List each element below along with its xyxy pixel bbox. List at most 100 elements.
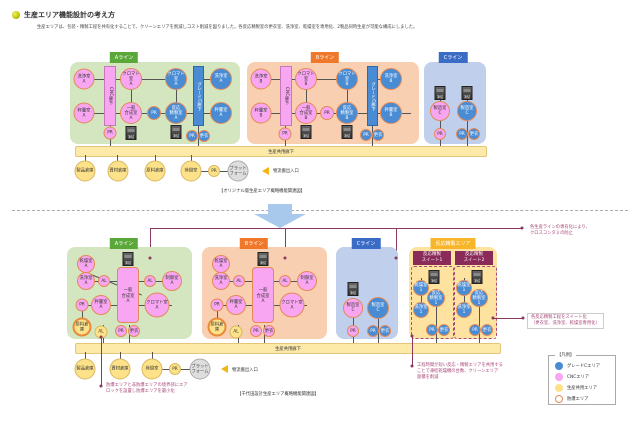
connector — [191, 155, 192, 163]
pr-common: PR — [208, 165, 220, 177]
intro-text: 生産エリアは、包装・精製工程を共有化することで、クリーンエリアを削減しコスト削減… — [37, 25, 418, 30]
suite-1-changing: 更衣 — [438, 324, 450, 336]
connector — [85, 155, 86, 163]
suite-2-react: 反応 精製室 1 — [470, 289, 488, 307]
suite-1-pr: PR — [426, 324, 438, 336]
room-weigh-b: 秤量室 B — [250, 102, 272, 124]
room-weigh-b-blue: 秤量室 B — [380, 102, 402, 124]
product-warehouse: 製品倉庫 — [74, 358, 96, 380]
freezer-icon: 凍結 — [347, 282, 359, 296]
room-wash-b: 洗浄室 B — [250, 68, 272, 90]
changing-b: 更衣 — [372, 129, 384, 141]
freezer-icon: 凍結 — [257, 252, 269, 266]
changing-b: 更衣 — [263, 325, 275, 337]
connector — [467, 100, 468, 150]
raw-warehouse-b: 原料倉庫 — [207, 317, 227, 337]
note-connector — [101, 337, 102, 386]
room-mfg-c-blue: 製造室 C — [457, 101, 477, 121]
connector — [217, 305, 218, 325]
suite-2-boundary — [454, 266, 497, 339]
pr-b-2: PR — [360, 129, 372, 141]
connector — [131, 85, 132, 107]
product-warehouse: 製品倉庫 — [74, 160, 96, 182]
room-synth-a: 一般 合成室 A — [117, 267, 139, 323]
suite-2-pr: PR — [469, 324, 481, 336]
room-weigh-a: 秤量室 A — [91, 295, 111, 315]
airlock-b-2: AL — [279, 275, 291, 287]
page-title: 生産エリア機能設計の考え方 — [12, 10, 115, 20]
pr-a: PR — [75, 298, 89, 312]
raw-material-warehouse: 原料倉庫 — [144, 160, 166, 182]
room-synth-a: 一般 合成室 A — [120, 102, 142, 124]
freezer-icon: 凍結 — [428, 270, 440, 284]
room-synth-b: 一般 合成室 A — [252, 267, 274, 323]
pr-b-2: PR — [250, 325, 262, 337]
suite-2-changing: 更衣 — [481, 324, 493, 336]
room-dry-b: 乾燥室 A — [212, 255, 230, 273]
freezer-icon: 凍結 — [461, 86, 473, 100]
room-wash-a-blue: 洗浄室 A — [210, 68, 232, 90]
gradec-corridor-a: グレードC廊下 — [193, 66, 204, 126]
legend-item: 防爆エリア — [555, 393, 611, 404]
airlock-a-1: AL — [98, 275, 110, 287]
connector — [264, 325, 265, 347]
legend-swatch-icon — [555, 372, 563, 381]
logistics-entry-label: 物流搬出入口 — [232, 368, 258, 373]
suite-1-wash: 洗浄室 1 — [413, 302, 429, 318]
note-connector — [493, 318, 523, 319]
connector — [129, 325, 130, 347]
room-weigh-b: 秤量室 A — [226, 295, 246, 315]
line-b-tag: Bライン — [310, 52, 340, 63]
room-weigh-a-blue: 秤量室 A — [210, 102, 232, 124]
room-mfg-c-blue: 製造室 C — [367, 297, 389, 319]
original-caption: 【オリジナル版生産エリア概略機能関連図】 — [219, 189, 305, 194]
changing-c: 更衣 — [379, 325, 391, 337]
pr-b-pink: PR — [278, 127, 292, 141]
connector — [155, 155, 156, 163]
line-c-tag: Cライン — [351, 238, 381, 249]
pr-c-pink: PR — [434, 128, 446, 140]
note-connector — [150, 228, 151, 258]
room-react-b: 反応 精製室 B — [336, 102, 358, 124]
pr-c-blue: PR — [456, 128, 468, 140]
gradec-corridor-b: グレードC廊下 — [367, 66, 378, 126]
pr-c-pink: PR — [347, 325, 359, 337]
entry-arrow-icon — [262, 167, 269, 175]
room-control-a: 制御室 A — [162, 271, 182, 291]
legend-item: グレードCエリア — [555, 360, 611, 371]
connector — [440, 100, 441, 150]
note-dot — [99, 384, 103, 388]
note-shared-reaction: 工程時間が短い反応・精製エリアを共用する ことで凍結乾燥機の台数、クリーンエリア… — [417, 363, 503, 380]
suite-1-react: 反応 精製室 1 — [427, 289, 445, 307]
shared-corridor: 生産共用廊下 — [75, 146, 487, 157]
airlock-b-3: AL — [229, 325, 243, 339]
note-connector — [150, 228, 522, 229]
room-wash-b: 洗浄室 A — [212, 272, 230, 290]
room-weigh-a: 秤量室 A — [73, 102, 95, 124]
platform: プラット フォーム — [227, 160, 249, 182]
suite-1-boundary — [411, 266, 454, 339]
chiyoda-caption: 【千代田設計生産エリア概略機能関連図】 — [237, 392, 319, 397]
suite-1-dry: 乾燥室 1 — [413, 280, 429, 296]
room-chromat-b-pink: クロマト室 B — [295, 68, 317, 90]
room-control-b: 制御室 A — [297, 271, 317, 291]
line-a-tag: Aライン — [109, 52, 139, 63]
suite-2-wash: 洗浄室 1 — [456, 302, 472, 318]
connector — [120, 352, 121, 361]
material-warehouse: 資材倉庫 — [107, 160, 129, 182]
changing-a: 更衣 — [198, 130, 210, 142]
note-connector — [396, 228, 397, 258]
changing-a: 更衣 — [128, 325, 140, 337]
note-dot — [148, 256, 152, 260]
note-cross-contamination: 各生産ラインの専有化により、 クロスコンタミの防止 — [530, 225, 590, 236]
note-dot — [520, 226, 524, 230]
pr-a-pink: PR — [103, 126, 117, 140]
note-dot — [99, 335, 103, 339]
pr-b-1: PR — [320, 106, 334, 120]
reaction-area-tag: 反応精製エリア — [430, 238, 476, 249]
note-connector — [412, 336, 413, 366]
line-b-tag: Bライン — [239, 238, 269, 249]
cnc-corridor-a: CNC廊下 — [104, 66, 116, 126]
changing-c: 更衣 — [468, 128, 480, 140]
suite-2-dry: 乾燥室 1 — [456, 280, 472, 296]
